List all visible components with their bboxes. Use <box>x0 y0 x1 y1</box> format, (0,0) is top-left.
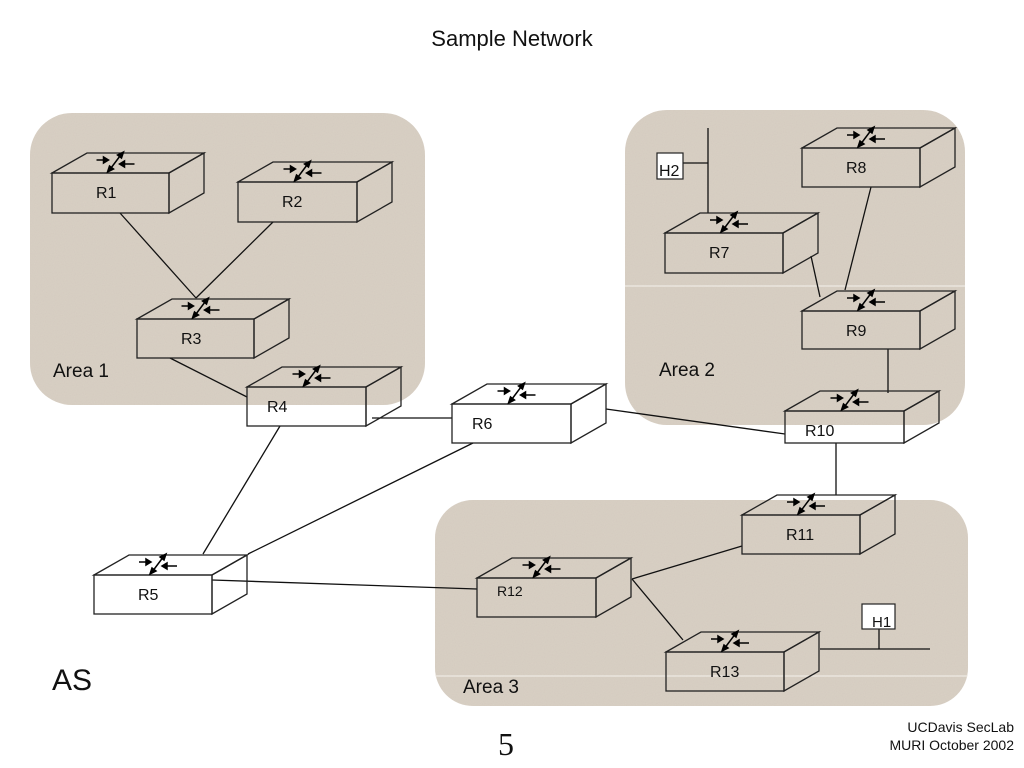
router-icon <box>497 381 536 405</box>
as-label: AS <box>52 664 93 697</box>
router-R10[interactable]: R10 <box>782 388 942 445</box>
router-label: R7 <box>709 245 730 262</box>
router-side-face <box>595 556 632 619</box>
links <box>119 128 930 650</box>
router-icon <box>96 150 135 174</box>
slide-number: 5 <box>498 726 514 762</box>
router-icon <box>711 629 749 653</box>
link-R11-R12 <box>631 545 743 580</box>
host-H2-label: H2 <box>659 163 680 180</box>
router-R12[interactable]: R12 <box>474 555 634 619</box>
link-R5-R6 <box>247 442 474 555</box>
link-R5-R12 <box>211 579 478 590</box>
router-icon <box>847 125 885 149</box>
router-icon <box>292 364 331 388</box>
router-side-face <box>903 389 940 445</box>
footer-event: MURI October 2002 <box>889 737 1015 753</box>
router-side-face <box>919 126 956 189</box>
router-side-face <box>782 211 819 275</box>
router-label: R2 <box>282 194 303 211</box>
router-R7[interactable]: R7 <box>662 210 821 275</box>
link-R3-R4 <box>169 357 248 398</box>
area-1: Area 1 <box>30 113 425 405</box>
router-icon <box>830 388 869 412</box>
router-icon <box>522 555 561 579</box>
router-icon <box>181 296 220 320</box>
router-side-face <box>859 493 896 556</box>
router-icon <box>787 492 825 516</box>
router-side-face <box>783 630 820 693</box>
router-label: R12 <box>497 583 523 599</box>
router-side-face <box>570 382 607 445</box>
host-H1[interactable]: H1 <box>861 603 896 631</box>
router-side-face <box>365 365 402 428</box>
area-2: Area 2 <box>625 110 965 425</box>
router-R5[interactable]: R5 <box>91 552 250 616</box>
router-R2[interactable]: R2 <box>235 159 395 224</box>
router-R9[interactable]: R9 <box>799 288 958 351</box>
router-R4[interactable]: R4 <box>244 364 404 428</box>
router-side-face <box>211 553 248 616</box>
link-R1-R3 <box>119 212 197 299</box>
area-3: Area 3 <box>435 500 968 706</box>
router-label: R8 <box>846 160 867 177</box>
router-label: R9 <box>846 323 867 340</box>
router-icon <box>139 552 177 576</box>
area-1-label: Area 1 <box>53 361 109 382</box>
router-label: R1 <box>96 185 117 202</box>
router-front-face <box>451 403 572 444</box>
router-side-face <box>356 160 393 224</box>
router-R11[interactable]: R11 <box>739 492 898 556</box>
area-2-label: Area 2 <box>659 360 715 381</box>
footer-org: UCDavis SecLab <box>907 719 1014 735</box>
router-R13[interactable]: R13 <box>663 629 822 693</box>
router-label: R13 <box>710 664 739 681</box>
router-top-face <box>91 554 250 576</box>
router-R3[interactable]: R3 <box>134 296 292 360</box>
router-icon <box>710 210 748 234</box>
link-R2-R3 <box>195 221 274 299</box>
router-side-face <box>168 151 205 215</box>
host-H1-label: H1 <box>872 614 891 631</box>
router-icon <box>847 288 885 312</box>
router-side-face <box>919 289 956 351</box>
router-R1[interactable]: R1 <box>49 150 207 215</box>
router-label: R11 <box>786 527 814 544</box>
router-R8[interactable]: R8 <box>799 125 958 189</box>
router-label: R4 <box>267 399 288 416</box>
link-R6-R10 <box>605 408 786 435</box>
router-top-face <box>449 383 609 405</box>
router-label: R6 <box>472 416 493 433</box>
link-R12-R13 <box>631 578 684 641</box>
router-R6[interactable]: R6 <box>449 381 609 445</box>
slide-title: Sample Network <box>431 26 593 51</box>
link-R7-R9 <box>810 255 821 298</box>
link-R8-R9 <box>844 186 872 291</box>
router-label: R5 <box>138 587 159 604</box>
link-R4-R5 <box>202 425 281 555</box>
area-3-label: Area 3 <box>463 677 519 698</box>
footer: UCDavis SecLab MURI October 2002 <box>890 718 1015 754</box>
router-label: R3 <box>181 331 202 348</box>
router-label: R10 <box>805 423 834 440</box>
host-H2[interactable]: H2 <box>656 152 684 180</box>
router-icon <box>283 159 322 183</box>
router-side-face <box>253 297 290 360</box>
